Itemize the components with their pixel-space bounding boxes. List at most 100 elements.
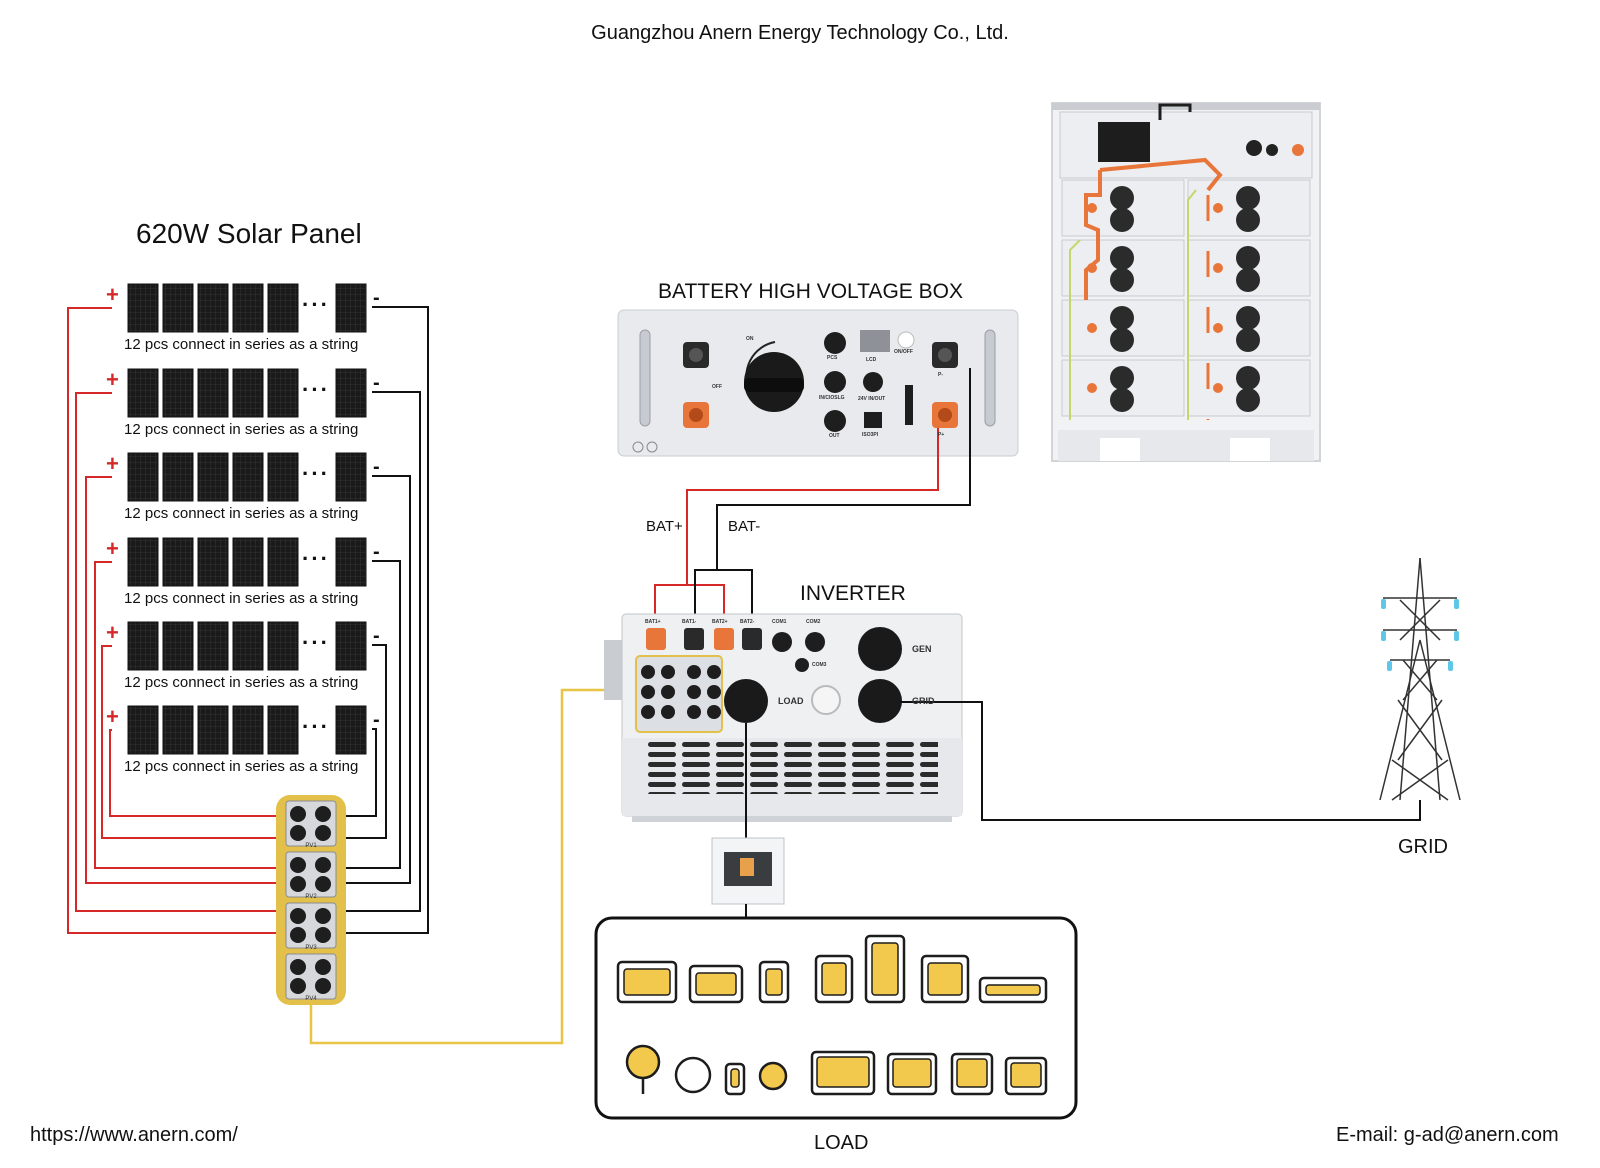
device-port-label: P+	[938, 432, 945, 438]
panel-string-6	[127, 705, 367, 755]
kettle-icon	[1004, 1056, 1048, 1096]
fan-icon	[1110, 366, 1134, 390]
pv-input-connector-icon	[641, 685, 655, 699]
solar-panel	[127, 368, 159, 418]
solar-panel	[162, 621, 194, 671]
mc4-connector-icon	[315, 978, 331, 994]
combiner-label: PV1	[305, 843, 317, 849]
speaker-icon	[758, 960, 790, 1004]
solar-panel	[232, 283, 264, 333]
mc4-connector-icon	[290, 927, 306, 943]
solar-panel	[127, 283, 159, 333]
more-panels-ellipsis: ···	[302, 714, 330, 739]
microwave-icon	[616, 960, 678, 1004]
solar-panel	[127, 621, 159, 671]
positive-sign: +	[106, 536, 119, 561]
solar-panel	[162, 283, 194, 333]
website-link[interactable]: https://www.anern.com/	[30, 1124, 238, 1146]
fan-icon	[1236, 388, 1260, 412]
battery-module	[1187, 359, 1311, 417]
solar-panel-title: 620W Solar Panel	[136, 218, 362, 249]
robot-vacuum-icon	[674, 1056, 712, 1094]
string-caption: 12 pcs connect in series as a string	[124, 590, 359, 607]
solar-panel	[162, 705, 194, 755]
device-port-label: P-	[938, 372, 943, 378]
bat-plus-label: BAT+	[646, 518, 683, 535]
solar-panel	[197, 368, 229, 418]
fan-icon	[1236, 306, 1260, 330]
load-breaker	[711, 837, 785, 918]
battery-module	[1061, 239, 1185, 297]
mc4-connector-icon	[315, 959, 331, 975]
solar-panel	[335, 368, 367, 418]
solar-panel	[267, 283, 299, 333]
solar-panel	[197, 537, 229, 587]
solar-panel	[335, 705, 367, 755]
combiner-pv4: PV4	[285, 953, 337, 1002]
washing-machine-icon	[814, 954, 854, 1004]
string-caption: 12 pcs connect in series as a string	[124, 421, 359, 438]
mc4-connector-icon	[290, 876, 306, 892]
fan-icon	[1236, 366, 1260, 390]
solar-panel	[127, 537, 159, 587]
solar-panel	[197, 283, 229, 333]
string-2-negative-wire	[318, 391, 421, 912]
battery-module	[1061, 359, 1185, 417]
string-caption: 12 pcs connect in series as a string	[124, 758, 359, 775]
mc4-connector-icon	[290, 978, 306, 994]
solar-panel	[162, 452, 194, 502]
pv-trunk-wire	[309, 688, 620, 1045]
string-2-positive-wire	[75, 392, 295, 912]
laptop-icon	[688, 964, 744, 1004]
fan-icon	[1236, 208, 1260, 232]
company-name: Guangzhou Anern Energy Technology Co., L…	[591, 22, 1009, 44]
pv-input-connector-icon	[707, 665, 721, 679]
more-panels-ellipsis: ···	[302, 292, 330, 317]
device-port-label: BAT2-	[740, 619, 755, 625]
battery-high-voltage-box	[617, 309, 1019, 457]
battery-rack	[1051, 102, 1321, 462]
fan-icon	[1110, 306, 1134, 330]
panel-string-2	[127, 368, 367, 418]
mc4-connector-icon	[290, 908, 306, 924]
bat-negative-cable-2	[717, 569, 753, 618]
string-3-positive-wire	[85, 476, 295, 884]
solar-panel-rows	[127, 283, 367, 755]
mc4-connector-icon	[290, 857, 306, 873]
device-port-label: BAT2+	[712, 619, 728, 625]
pv-input-connector-icon	[641, 665, 655, 679]
mc4-connector-icon	[315, 825, 331, 841]
device-port-label: LCD	[866, 357, 877, 363]
string-3-negative-wire	[318, 475, 411, 884]
fan-icon	[1236, 328, 1260, 352]
bat-positive-cable-2	[687, 584, 725, 618]
combiner-label: PV2	[305, 894, 317, 900]
rice-cooker-icon	[950, 1052, 994, 1096]
bat-positive-cable	[654, 428, 939, 618]
bat-negative-cable	[694, 368, 971, 618]
inverter-title: INVERTER	[800, 582, 906, 605]
device-port-label: 24V IN/OUT	[858, 396, 886, 402]
oven-icon	[920, 954, 970, 1004]
pv-input-connector-icon	[661, 665, 675, 679]
string-6-negative-wire	[318, 728, 377, 817]
string-caption: 12 pcs connect in series as a string	[124, 336, 359, 353]
negative-sign: -	[373, 287, 380, 309]
solar-panel	[267, 537, 299, 587]
solar-panel	[335, 452, 367, 502]
solar-panel	[127, 452, 159, 502]
load-label: LOAD	[814, 1132, 869, 1154]
fan-icon	[1110, 388, 1134, 412]
solar-dc-wiring	[67, 306, 429, 934]
combiner-pv2: PV2	[285, 851, 337, 900]
solar-panel	[197, 621, 229, 671]
email-contact[interactable]: E-mail: g-ad@anern.com	[1336, 1124, 1559, 1146]
negative-sign: -	[373, 625, 380, 647]
more-panels-ellipsis: ···	[302, 546, 330, 571]
solar-panel	[232, 452, 264, 502]
device-port-label: LOAD	[778, 696, 804, 706]
fan-icon	[625, 1044, 661, 1094]
solar-panel	[197, 705, 229, 755]
more-panels-ellipsis: ···	[302, 377, 330, 402]
positive-sign: +	[106, 451, 119, 476]
